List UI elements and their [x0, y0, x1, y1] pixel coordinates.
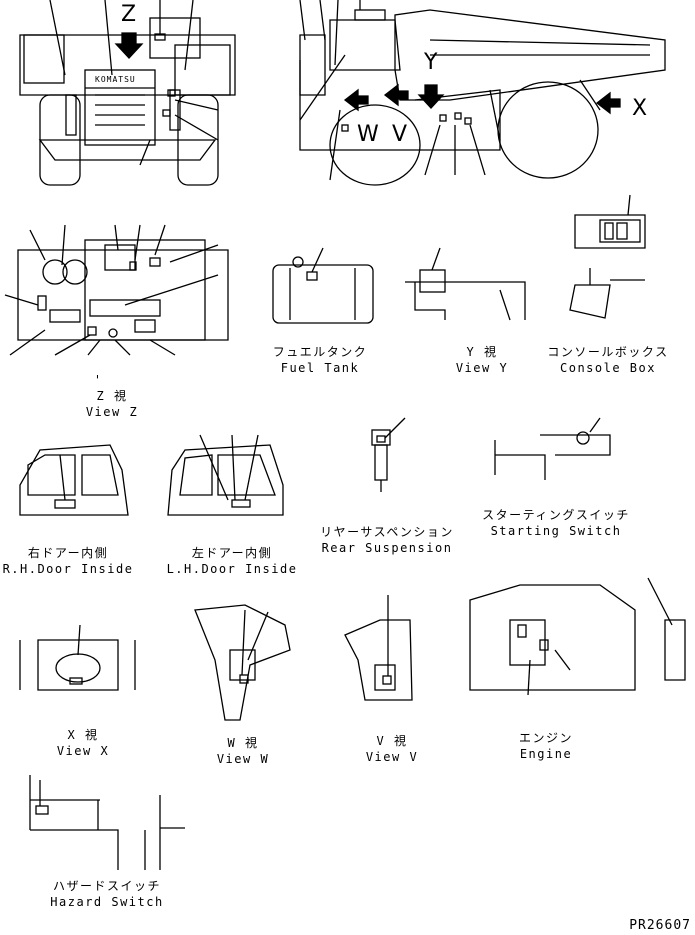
caption-view-z-mark: '	[93, 373, 103, 387]
lh-door-drawing	[167, 434, 284, 516]
caption-engine-en: Engine	[519, 747, 573, 761]
caption-view-v: V 視 View V	[366, 733, 418, 765]
starting-switch-drawing	[494, 417, 611, 480]
truck-front-view	[19, 0, 236, 186]
marker-z: Z	[121, 2, 137, 27]
fuel-tank-drawing	[272, 247, 374, 324]
caption-lh-door-jp: 左ドアー内側	[191, 546, 273, 560]
marker-w: W	[357, 122, 379, 147]
view-v-drawing	[344, 595, 413, 701]
caption-hazard-switch-en: Hazard Switch	[50, 895, 164, 909]
caption-engine: エンジン Engine	[519, 730, 573, 762]
caption-rh-door: 右ドアー内側 R.H.Door Inside	[3, 545, 134, 577]
caption-view-z-jp: Z 視	[96, 389, 128, 403]
caption-view-v-jp: V 視	[376, 734, 408, 748]
hazard-switch-drawing	[29, 775, 185, 870]
caption-fuel-tank-jp: フュエルタンク	[272, 345, 368, 359]
view-y-drawing	[405, 247, 526, 321]
rear-suspension-drawing	[371, 417, 406, 492]
view-z-drawing	[4, 224, 229, 356]
caption-starting-switch-jp: スターティングスイッチ	[482, 508, 630, 522]
caption-rh-door-jp: 右ドアー内側	[27, 546, 109, 560]
caption-view-x-jp: X 視	[67, 728, 99, 742]
marker-v: V	[392, 122, 408, 147]
caption-view-z-en: View Z	[85, 405, 139, 419]
grille-text: KOMATSU	[95, 75, 136, 84]
caption-hazard-switch-jp: ハザードスイッチ	[52, 879, 162, 893]
caption-view-w-en: View W	[216, 752, 270, 766]
marker-y: Y	[424, 50, 438, 75]
marker-x: X	[632, 96, 648, 121]
engine-drawing	[469, 577, 686, 696]
caption-rear-suspension-en: Rear Suspension	[321, 541, 453, 555]
caption-starting-switch: スターティングスイッチ Starting Switch	[482, 507, 630, 539]
caption-starting-switch-en: Starting Switch	[490, 524, 622, 538]
caption-view-w-jp: W 視	[227, 736, 259, 750]
rh-door-drawing	[19, 444, 129, 516]
caption-console-box-en: Console Box	[560, 361, 656, 375]
caption-engine-jp: エンジン	[518, 731, 574, 745]
caption-view-v-en: View V	[365, 750, 419, 764]
caption-lh-door: 左ドアー内側 L.H.Door Inside	[167, 545, 298, 577]
caption-rear-suspension: リヤーサスペンション Rear Suspension	[320, 524, 454, 556]
drawing-code: PR26607	[629, 918, 691, 933]
caption-view-z: ' Z 視 View Z	[86, 372, 138, 420]
caption-rear-suspension-jp: リヤーサスペンション	[320, 525, 454, 539]
caption-view-y-jp: Y 視	[466, 345, 498, 359]
view-w-drawing	[194, 604, 291, 721]
caption-view-x-en: View X	[56, 744, 110, 758]
caption-fuel-tank: フュエルタンク Fuel Tank	[273, 344, 368, 376]
caption-view-y: Y 視 View Y	[456, 344, 508, 376]
caption-view-x: X 視 View X	[57, 727, 109, 759]
view-x-drawing	[19, 624, 136, 691]
truck-side-view	[299, 0, 666, 186]
console-box-drawing	[569, 194, 646, 319]
caption-console-box-jp: コンソールボックス	[547, 345, 669, 359]
caption-lh-door-en: L.H.Door Inside	[166, 562, 298, 576]
caption-fuel-tank-en: Fuel Tank	[280, 361, 360, 375]
caption-view-w: W 視 View W	[217, 735, 269, 767]
caption-console-box: コンソールボックス Console Box	[547, 344, 668, 376]
caption-view-y-en: View Y	[455, 361, 509, 375]
caption-hazard-switch: ハザードスイッチ Hazard Switch	[50, 878, 163, 910]
caption-rh-door-en: R.H.Door Inside	[2, 562, 134, 576]
